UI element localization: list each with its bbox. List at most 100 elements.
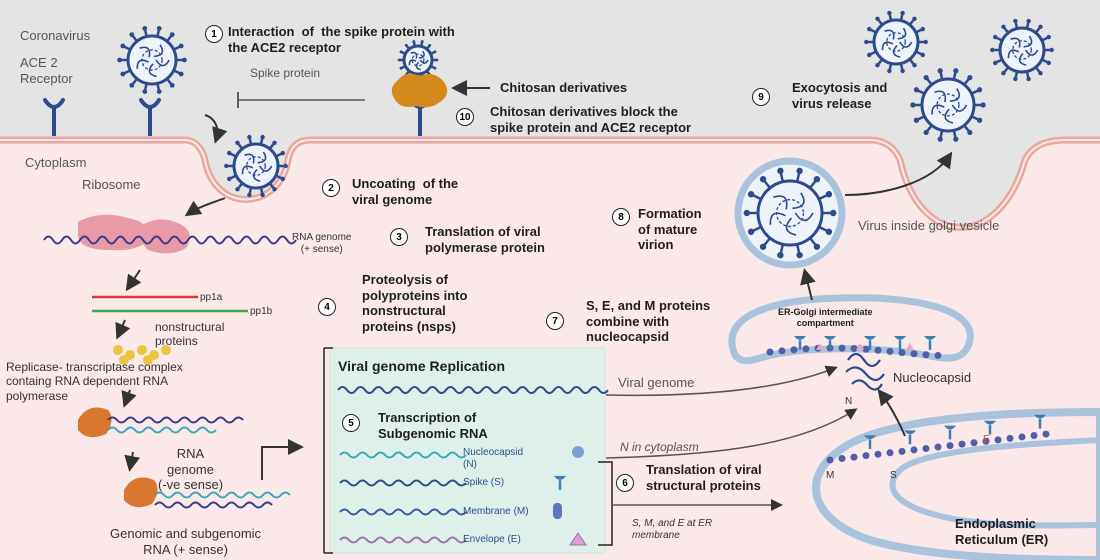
subgenomic-rna-m	[339, 508, 467, 516]
step-5-text: Transcription of Subgenomic RNA	[378, 410, 488, 441]
step-5-number: 5	[342, 414, 360, 432]
step-7-number: 7	[546, 312, 564, 330]
er-membrane-bead	[1006, 434, 1014, 442]
ergic-spike-icon	[824, 336, 836, 350]
rdrp-enzyme-icon	[78, 407, 112, 438]
nucleocapsid-icon	[572, 446, 584, 458]
step-9-number: 9	[752, 88, 770, 106]
ribosome-label: Ribosome	[82, 177, 141, 192]
legend-membrane: Membrane (M)	[463, 506, 529, 517]
membrane-bead	[766, 348, 774, 356]
er-membrane-bead	[922, 444, 930, 452]
er-membrane-bead	[934, 443, 942, 451]
ace2-receptor-icon	[43, 98, 65, 136]
step-7-text: S, E, and M proteins combine with nucleo…	[586, 298, 711, 345]
er-spike-icon	[944, 425, 956, 440]
golgi-virus-icon	[743, 167, 837, 259]
step-10-text: Chitosan derivatives block the spike pro…	[490, 104, 692, 135]
step-8-text: Formation of mature virion	[638, 206, 702, 253]
nucleocapsid-icon	[845, 352, 885, 391]
rna-strand	[154, 491, 291, 499]
nucleocapsid-label: Nucleocapsid	[893, 370, 972, 385]
step-4-text: Proteolysis of polyproteins into nonstru…	[362, 272, 468, 334]
envelope-icon	[569, 532, 587, 546]
er-membrane-bead	[862, 452, 870, 460]
er-membrane-bead	[874, 450, 882, 458]
step-10-number: 10	[456, 108, 474, 126]
legend-envelope: Envelope (E)	[463, 534, 521, 545]
step-1-number: 1	[205, 25, 223, 43]
membrane-bead	[898, 349, 906, 357]
ace2-receptor-icon	[139, 98, 161, 136]
ergic-spike-icon	[794, 336, 806, 350]
er-spike-icon	[984, 420, 996, 435]
nonstructural-proteins-label: nonstructural proteins	[155, 320, 225, 349]
rna-genome-minus-label: RNA genome (-ve sense)	[158, 446, 224, 493]
envelope-icon	[906, 343, 914, 350]
pp1a-label: pp1a	[200, 292, 223, 303]
replication-box	[329, 347, 606, 554]
membrane-bead	[922, 351, 930, 359]
er-membrane-bead	[898, 447, 906, 455]
er-membrane-bead	[1042, 430, 1050, 438]
nsp-dot	[119, 355, 129, 365]
uncoating-virus-icon	[224, 134, 288, 198]
membrane-bead	[790, 346, 798, 354]
spike-protein-label: Spike protein	[250, 66, 321, 80]
coronavirus-icon	[117, 26, 187, 94]
step-6-number: 6	[616, 474, 634, 492]
membrane-bead	[934, 351, 942, 359]
m-label: M	[826, 470, 835, 481]
s-label: S	[890, 470, 897, 481]
legend-spike: Spike (S)	[463, 477, 505, 488]
chitosan-label: Chitosan derivatives	[500, 80, 628, 95]
er-membrane-bead	[994, 436, 1002, 444]
nsp-dot	[161, 345, 171, 355]
er-membrane-bead	[982, 437, 990, 445]
step-9-text: Exocytosis and virus release	[792, 80, 888, 111]
er-spike-icon	[904, 430, 916, 445]
nsp-dot	[137, 345, 147, 355]
e-label: E	[983, 434, 990, 445]
er-membrane-bead	[1018, 433, 1026, 441]
er-membrane-bead	[850, 453, 858, 461]
replicase-complex-label: Replicase- transcriptase complex contain…	[6, 360, 183, 403]
er-spike-icon	[1034, 414, 1046, 429]
ribosome-icon	[78, 214, 190, 254]
membrane-bead	[874, 346, 882, 354]
membrane-bead	[778, 347, 786, 355]
ergic-spike-icon	[924, 336, 936, 350]
er-membrane-bead	[826, 456, 834, 464]
ace2-label: ACE 2 Receptor	[20, 55, 73, 86]
viral-genome-label: Viral genome	[618, 375, 695, 390]
er-membrane-bead	[946, 442, 954, 450]
n-label: N	[845, 396, 853, 407]
membrane-bead	[802, 345, 810, 353]
membrane-bead	[862, 345, 870, 353]
subgenomic-rna-s	[339, 479, 467, 487]
step-4-number: 4	[318, 298, 336, 316]
step-8-number: 8	[612, 208, 630, 226]
er-membrane-bead	[970, 439, 978, 447]
er-spike-icon	[864, 435, 876, 449]
membrane-icon	[553, 503, 562, 519]
rdrp-enzyme-icon	[124, 477, 158, 508]
released-virus-icon	[910, 68, 986, 142]
membrane-bead	[838, 344, 846, 352]
nsp-dot	[143, 355, 153, 365]
step-1-text: Interaction of the spike protein with th…	[228, 24, 455, 55]
genomic-subgenomic-label: Genomic and subgenomic RNA (+ sense)	[110, 526, 262, 557]
coronavirus-bound-icon	[397, 40, 439, 80]
legend-nucleocapsid: Nucleocapsid (N)	[463, 447, 524, 470]
step-2-text: Uncoating of the viral genome	[352, 176, 459, 207]
step-2-number: 2	[322, 179, 340, 197]
membrane-bead	[886, 347, 894, 355]
golgi-vesicle-label: Virus inside golgi vesicle	[858, 218, 1000, 233]
spike-icon	[554, 476, 566, 490]
sme-er-label: S, M, and E at ER membrane	[632, 518, 713, 541]
released-virus-icon	[990, 18, 1054, 82]
rna-strand	[154, 501, 273, 509]
step-3-number: 3	[390, 228, 408, 246]
